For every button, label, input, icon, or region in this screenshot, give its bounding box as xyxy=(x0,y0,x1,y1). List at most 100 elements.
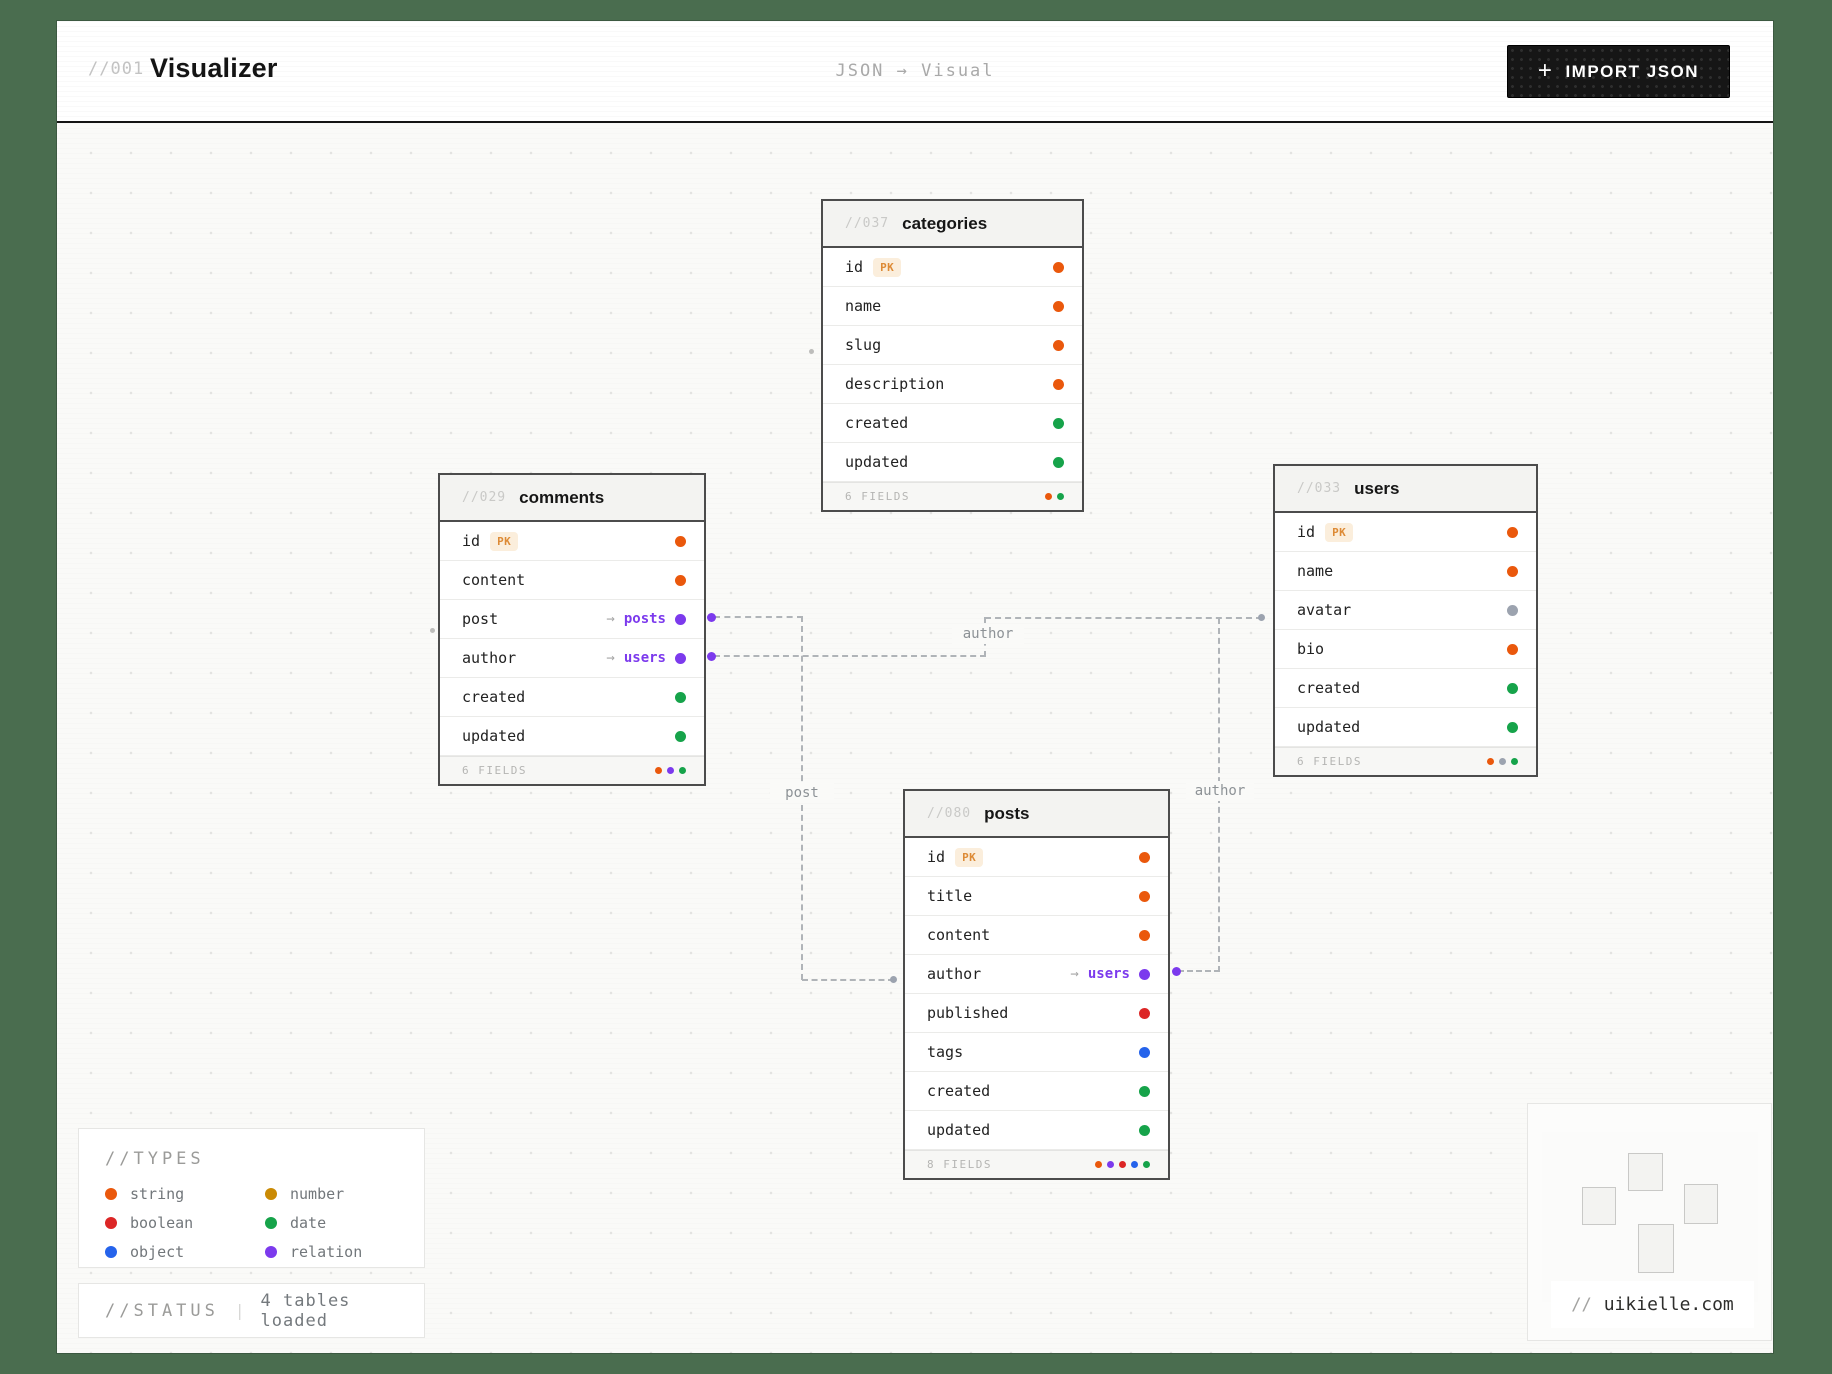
field-count-label: 6 FIELDS xyxy=(1297,755,1362,768)
type-dot-date xyxy=(1057,493,1064,500)
legend-label: string xyxy=(130,1184,185,1203)
legend-label: boolean xyxy=(130,1213,194,1232)
pk-badge: PK xyxy=(873,257,902,277)
type-dot-boolean xyxy=(105,1216,117,1229)
field-row-slug: slug xyxy=(823,326,1082,365)
type-dot-string xyxy=(105,1187,117,1200)
legend-item-boolean: boolean xyxy=(105,1212,265,1233)
field-name: name xyxy=(1297,562,1334,580)
status-title: //STATUS xyxy=(105,1300,219,1321)
canvas-marker-dot xyxy=(430,628,435,633)
field-row-name: name xyxy=(1275,552,1536,591)
mini-table-rect xyxy=(1684,1184,1718,1224)
type-dot-string xyxy=(1507,526,1518,538)
field-row-title: title xyxy=(905,877,1168,916)
type-dot-date xyxy=(1507,682,1518,694)
connector-post-segment xyxy=(802,979,894,981)
type-dot-date xyxy=(1053,417,1064,429)
field-row-updated: updated xyxy=(440,717,704,756)
logo-minimap xyxy=(1542,1132,1758,1302)
type-dot-relation xyxy=(1139,968,1150,980)
status-divider: | xyxy=(234,1301,245,1320)
type-dot-date xyxy=(1139,1124,1150,1136)
type-dot-null xyxy=(1507,604,1518,616)
table-footer: 6 FIELDS xyxy=(1275,747,1536,775)
field-name: updated xyxy=(1297,718,1361,736)
plus-icon: + xyxy=(1537,56,1554,84)
table-number: //029 xyxy=(462,490,507,505)
footer-type-dots xyxy=(1045,493,1064,500)
footer-type-dots xyxy=(1487,758,1518,765)
type-dot-string xyxy=(1507,565,1518,577)
field-count-label: 6 FIELDS xyxy=(845,490,910,503)
field-name: tags xyxy=(927,1043,964,1061)
type-dot-boolean xyxy=(1139,1007,1150,1019)
type-dot-object xyxy=(1139,1046,1150,1058)
relation-target: posts xyxy=(623,611,666,627)
type-dot-date xyxy=(1139,1085,1150,1097)
type-dot-string xyxy=(1487,758,1494,765)
types-legend-title: //TYPES xyxy=(105,1149,205,1169)
type-dot-string xyxy=(1053,261,1064,273)
type-dot-object xyxy=(1131,1161,1138,1168)
type-dot-string xyxy=(1507,643,1518,655)
field-row-updated: updated xyxy=(905,1111,1168,1150)
connector-origin-dot xyxy=(707,652,716,661)
field-name: content xyxy=(462,571,526,589)
field-name: bio xyxy=(1297,640,1325,658)
type-dot-string xyxy=(1045,493,1052,500)
connector-label-post: post xyxy=(770,783,834,803)
footer-type-dots xyxy=(655,767,686,774)
table-name: comments xyxy=(519,487,605,507)
mini-table-rect xyxy=(1582,1187,1616,1225)
field-name: id xyxy=(845,258,864,276)
type-dot-string xyxy=(1139,851,1150,863)
field-row-description: description xyxy=(823,365,1082,404)
type-dot-relation xyxy=(675,613,686,625)
mini-table-rect xyxy=(1628,1153,1663,1191)
type-dot-date xyxy=(1053,456,1064,468)
pk-badge: PK xyxy=(955,847,984,867)
legend-label: date xyxy=(290,1213,327,1232)
legend-label: object xyxy=(130,1242,185,1261)
type-dot-string xyxy=(1139,890,1150,902)
type-dot-date xyxy=(675,730,686,742)
pk-badge: PK xyxy=(490,531,519,551)
connector-author1-segment xyxy=(985,617,1262,619)
field-row-created: created xyxy=(1275,669,1536,708)
import-json-button[interactable]: + IMPORT JSON xyxy=(1507,45,1730,98)
field-name: id xyxy=(1297,523,1316,541)
field-name: title xyxy=(927,887,973,905)
type-dot-relation xyxy=(1107,1161,1114,1168)
connector-origin-dot xyxy=(707,613,716,622)
field-name: post xyxy=(462,610,499,628)
table-header-comments[interactable]: //029 comments xyxy=(440,475,704,522)
field-name: published xyxy=(927,1004,1009,1022)
connector-label-author: author xyxy=(1186,781,1254,801)
pk-badge: PK xyxy=(1325,522,1354,542)
table-footer: 6 FIELDS xyxy=(823,482,1082,510)
field-name: author xyxy=(927,965,982,983)
field-row-created: created xyxy=(440,678,704,717)
field-row-author: author→users xyxy=(440,639,704,678)
legend-item-number: number xyxy=(265,1183,425,1204)
relation-arrow-icon: → xyxy=(606,611,615,627)
logo-prefix: // xyxy=(1571,1294,1592,1315)
field-row-content: content xyxy=(905,916,1168,955)
type-dot-string xyxy=(1095,1161,1102,1168)
type-dot-boolean xyxy=(1119,1161,1126,1168)
field-name: updated xyxy=(845,453,909,471)
type-dot-string xyxy=(1139,929,1150,941)
relation-arrow-icon: → xyxy=(606,650,615,666)
field-row-created: created xyxy=(823,404,1082,443)
connector-origin-dot xyxy=(1172,967,1181,976)
field-name: updated xyxy=(927,1121,991,1139)
